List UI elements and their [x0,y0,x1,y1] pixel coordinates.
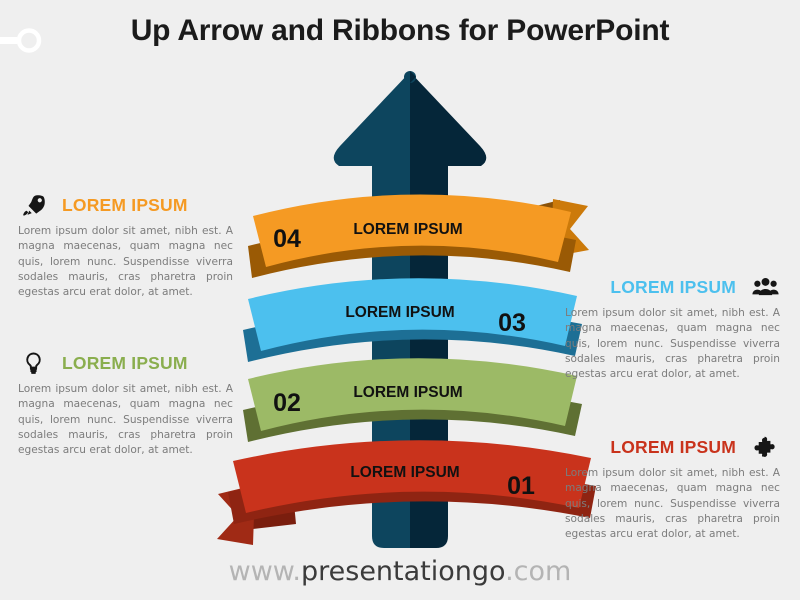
page-title: Up Arrow and Ribbons for PowerPoint [130,14,670,47]
ribbon-02[interactable]: 02 LOREM IPSUM [243,358,582,442]
footer-prefix: www. [228,556,301,587]
info-block-02-header: LOREM IPSUM [18,348,233,378]
people-icon [750,272,780,302]
info-block-03: LOREM IPSUM Lorem ipsum dolor sit amet, … [565,272,780,383]
ribbon-04[interactable]: 04 LOREM IPSUM [248,194,589,278]
ribbon-04-band [253,194,571,267]
info-block-03-title: LOREM IPSUM [610,276,736,297]
ribbon-02-number: 02 [273,389,301,417]
info-block-01-header: LOREM IPSUM [565,432,780,462]
ribbon-03-label: LOREM IPSUM [345,304,454,321]
footer-suffix: .com [505,556,572,587]
arrow-right-half [410,72,487,548]
info-block-01-title: LOREM IPSUM [610,436,736,457]
ribbon-01-label: LOREM IPSUM [350,464,459,481]
ribbon-01[interactable]: 01 LOREM IPSUM [217,440,596,545]
info-block-02-title: LOREM IPSUM [62,352,188,373]
ribbon-01-number: 01 [507,472,535,500]
info-block-01-body: Lorem ipsum dolor sit amet, nibh est. A … [565,467,780,541]
info-block-04-header: LOREM IPSUM [18,190,233,220]
ribbon-02-band [248,358,577,431]
ribbon-04-number: 04 [273,225,301,253]
loop-decoration-icon [0,28,42,53]
ribbon-04-label: LOREM IPSUM [353,221,462,238]
ribbon-03-band [248,278,577,351]
info-block-04: LOREM IPSUM Lorem ipsum dolor sit amet, … [18,190,233,301]
puzzle-icon [750,432,780,462]
ribbon-02-label: LOREM IPSUM [353,384,462,401]
info-block-03-header: LOREM IPSUM [565,272,780,302]
footer-url: www.presentationgo.com [0,556,800,587]
lightbulb-icon [18,348,48,378]
info-block-02: LOREM IPSUM Lorem ipsum dolor sit amet, … [18,348,233,459]
info-block-04-body: Lorem ipsum dolor sit amet, nibh est. A … [18,225,233,299]
info-block-02-body: Lorem ipsum dolor sit amet, nibh est. A … [18,383,233,457]
arrow-left-half [333,72,410,548]
info-block-03-body: Lorem ipsum dolor sit amet, nibh est. A … [565,307,780,381]
footer-name: presentationgo [301,556,506,587]
rocket-icon [18,190,48,220]
up-arrow [333,71,487,548]
ribbon-03-number: 03 [498,309,526,337]
ribbon-01-band [233,440,591,513]
ribbon-03[interactable]: 03 LOREM IPSUM [243,278,582,362]
info-block-01: LOREM IPSUM Lorem ipsum dolor sit amet, … [565,432,780,543]
info-block-04-title: LOREM IPSUM [62,194,188,215]
